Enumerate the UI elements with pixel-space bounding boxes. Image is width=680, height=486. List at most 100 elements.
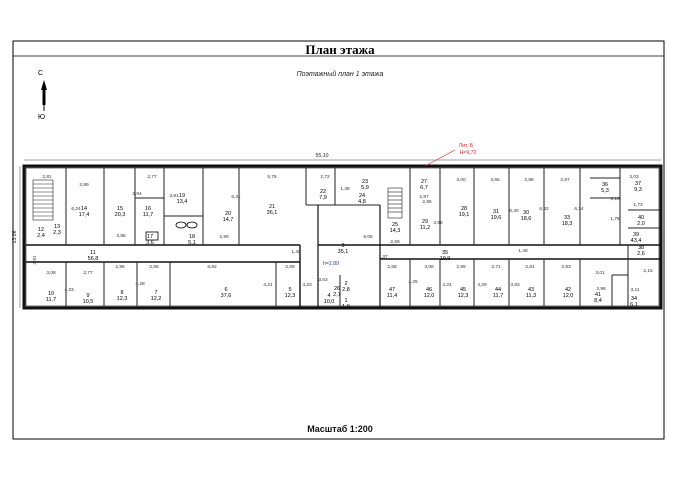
room-area-26: 2,7 <box>333 292 341 298</box>
dimension-label: 6,34 <box>574 206 584 212</box>
dimension-label: 2,93 <box>561 264 571 270</box>
dimension-label: 4,33 <box>64 287 74 293</box>
dimension-label: 3,94 <box>132 191 142 197</box>
room-area-1: 1,9 <box>342 304 350 310</box>
room-number-47: 47 <box>389 287 395 293</box>
room-number-17: 17 <box>147 234 153 240</box>
dimension-label: 2,71 <box>491 264 501 270</box>
room-number-35: 35 <box>442 250 448 256</box>
dimension-label: 4,23 <box>302 282 312 288</box>
room-number-23: 23 <box>362 179 368 185</box>
dimension-label: 3,00 <box>456 177 466 183</box>
dimension-label: 4,21 <box>263 282 273 288</box>
room-area-21: 36,1 <box>267 210 278 216</box>
dimension-label: 6,24 <box>71 206 81 212</box>
room-number-8: 8 <box>120 290 123 296</box>
dimension-label: 2,86 <box>422 199 432 205</box>
room-area-33: 18,3 <box>562 221 573 227</box>
dimension-label: 2,87 <box>560 177 570 183</box>
dimension-label: 2,89 <box>79 182 89 188</box>
room-area-23: 5,9 <box>361 185 369 191</box>
dimension-label: 3,08 <box>46 270 56 276</box>
room-number-25: 25 <box>392 222 398 228</box>
room-area-42: 12,0 <box>563 293 574 299</box>
dimension-label: 2,81 <box>42 174 52 180</box>
room-area-17: 3,6 <box>146 240 154 246</box>
room-area-37: 9,3 <box>634 187 642 193</box>
room-number-26: 26 <box>334 286 340 292</box>
dimension-label: 2,77 <box>147 174 157 180</box>
dimension-label: 2,87 <box>419 194 429 200</box>
room-number-42: 42 <box>565 287 571 293</box>
room-number-12: 12 <box>38 227 44 233</box>
room-area-22: 7,9 <box>319 195 327 201</box>
ceiling-height-label: h=2,89 <box>323 261 339 267</box>
room-area-24: 4,8 <box>358 199 366 205</box>
staircase-icon <box>387 187 403 219</box>
dimension-label: 6,18 <box>610 196 620 202</box>
room-number-21: 21 <box>269 204 275 210</box>
room-number-18: 18 <box>189 234 195 240</box>
room-number-41: 41 <box>595 292 601 298</box>
toilet-icon <box>145 221 198 241</box>
room-number-20: 20 <box>225 211 231 217</box>
room-number-11: 11 <box>90 250 96 256</box>
room-number-37: 37 <box>635 181 641 187</box>
dimension-label: 3,65 <box>490 177 500 183</box>
room-area-36: 5,3 <box>601 188 609 194</box>
overall-width-dimension: 55,10 <box>316 153 329 159</box>
room-number-43: 43 <box>528 287 534 293</box>
dimension-label: 3,01 <box>595 270 605 276</box>
room-area-40: 2,0 <box>637 221 645 227</box>
room-area-12: 2,4 <box>37 233 45 239</box>
dimension-label: 2,89 <box>285 264 295 270</box>
dimension-label: 1,37 <box>378 254 388 260</box>
mark-litera-label: Лит. Б <box>459 143 474 149</box>
room-area-45: 12,3 <box>458 293 469 299</box>
room-area-15: 20,3 <box>115 212 126 218</box>
room-area-4: 10,0 <box>324 299 335 305</box>
height-mark <box>424 149 456 167</box>
room-number-39: 39 <box>633 232 639 238</box>
room-area-34: 6,1 <box>630 302 638 308</box>
room-number-10: 10 <box>48 291 54 297</box>
room-area-20: 14,7 <box>223 217 234 223</box>
dimension-label: 3,85 <box>116 233 126 239</box>
dimension-label: 3,83 <box>510 282 520 288</box>
room-area-43: 11,3 <box>526 293 536 299</box>
room-number-6: 6 <box>224 287 227 293</box>
room-area-16: 11,7 <box>143 212 153 218</box>
room-area-10: 11,7 <box>46 297 56 303</box>
room-number-45: 45 <box>460 287 466 293</box>
dimension-label: 2,99 <box>456 264 466 270</box>
dimension-label: 3,91 <box>169 193 179 199</box>
room-number-36: 36 <box>602 182 608 188</box>
dimension-label: 3,63 <box>318 277 328 283</box>
room-area-2: 2,8 <box>342 287 350 293</box>
dimension-lines <box>19 159 661 308</box>
room-area-35: 19,9 <box>440 256 451 262</box>
dimension-label: 2,68 <box>387 264 397 270</box>
scale-label: Масштаб 1:200 <box>307 424 373 434</box>
room-number-40: 40 <box>638 215 644 221</box>
room-number-1: 1 <box>344 298 347 304</box>
room-area-19: 13,4 <box>177 199 188 205</box>
room-area-47: 11,4 <box>387 293 397 299</box>
room-area-6: 37,6 <box>221 293 232 299</box>
dimension-label: 6,40 <box>509 208 519 214</box>
plan-subtitle: Поэтажный план 1 этажа <box>296 71 384 78</box>
room-area-41: 8,4 <box>594 298 602 304</box>
room-area-7: 12,2 <box>151 296 162 302</box>
room-area-39: 43,4 <box>631 238 642 244</box>
dimension-label: 3,03 <box>629 174 639 180</box>
dimension-label: 2,72 <box>320 174 330 180</box>
room-area-27: 6,7 <box>420 185 428 191</box>
compass-north-label: С <box>38 70 44 77</box>
room-number-28: 28 <box>461 206 467 212</box>
room-area-8: 12,3 <box>117 296 128 302</box>
room-area-18: 5,1 <box>188 240 196 246</box>
dimension-label: 2,88 <box>524 177 534 183</box>
dimension-label: 6,32 <box>539 206 549 212</box>
